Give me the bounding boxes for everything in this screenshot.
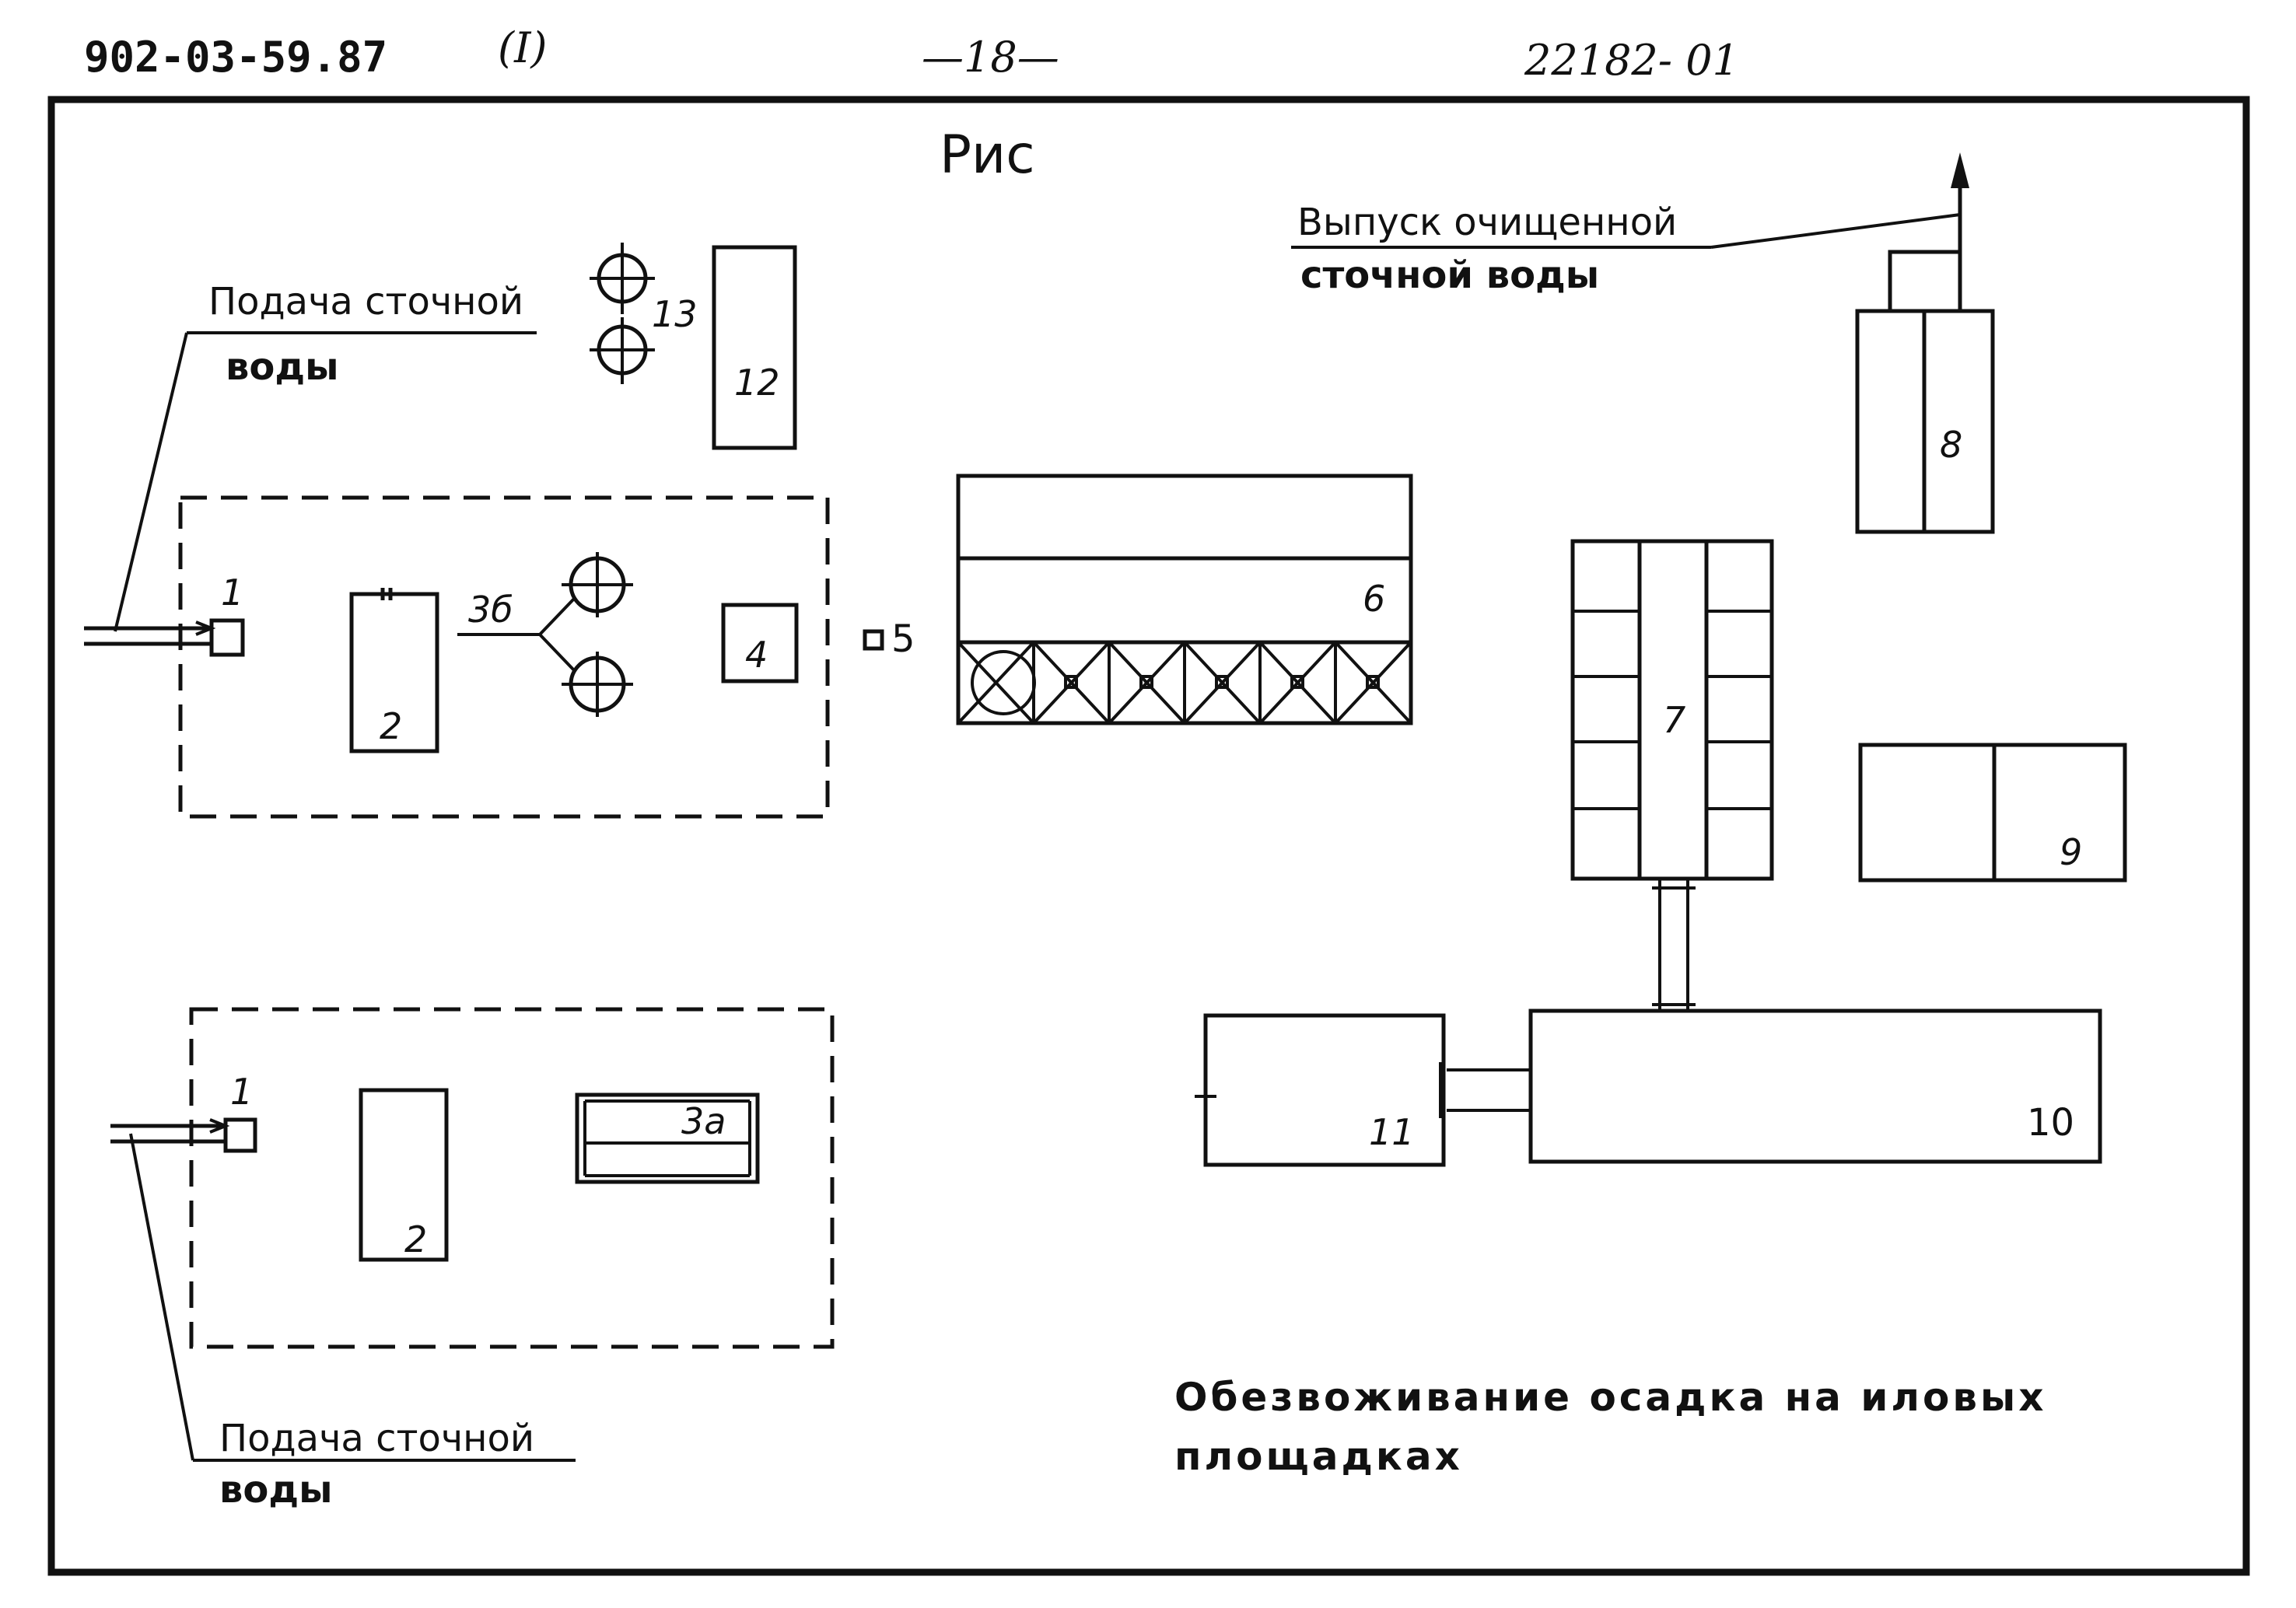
unit-1-bottom: 1 — [223, 1071, 257, 1153]
unit-5-label: 5 — [891, 617, 915, 661]
pipe-11-to-10 — [1439, 1062, 1532, 1118]
sheet-tag: (I) — [498, 23, 547, 72]
unit-10: 10 — [1528, 1008, 2102, 1164]
caption-line1: Обезвоживание осадка на иловых — [1174, 1375, 2046, 1420]
unit-3a-label: 3а — [681, 1100, 726, 1142]
figure-title: Рис — [940, 124, 1035, 186]
unit-4: 4 — [721, 603, 799, 683]
unit-8: 8 — [1855, 309, 1995, 534]
inlet-bottom-label-line2: воды — [219, 1468, 333, 1512]
unit-6: 6 — [956, 474, 1413, 725]
unit-11-label: 11 — [1369, 1111, 1415, 1153]
unit-4-label: 4 — [745, 634, 768, 676]
unit-2-top: 2 — [349, 588, 439, 753]
caption-line2: площадках — [1174, 1434, 1463, 1479]
unit-8-label: 8 — [1940, 424, 1962, 466]
inlet-bottom-label-line1: Подача сточной — [219, 1417, 534, 1460]
unit-12: 12 — [712, 245, 797, 450]
unit-13: 13 — [590, 243, 698, 384]
unit-3b: 3б — [457, 552, 633, 717]
unit-9-label: 9 — [2060, 831, 2082, 873]
unit-13-label: 13 — [652, 293, 698, 335]
inlet-top-label-line2: воды — [226, 345, 339, 389]
inlet-top: Подача сточной воды — [84, 280, 537, 646]
unit-1-top-label: 1 — [221, 572, 243, 613]
outlet-label-line2: сточной воды — [1300, 253, 1599, 297]
pipe-7-to-10 — [1652, 879, 1696, 1011]
unit-1-bottom-label: 1 — [230, 1071, 253, 1113]
building-bottom-dashed — [189, 1007, 835, 1349]
unit-2-bottom: 2 — [359, 1088, 449, 1262]
unit-11: 11 — [1195, 1013, 1446, 1167]
unit-2-top-label: 2 — [380, 705, 402, 747]
outlet-label-line1: Выпуск очищенной — [1297, 201, 1677, 244]
document-number: 22182- 01 — [1524, 36, 1739, 85]
unit-9: 9 — [1858, 743, 2127, 883]
outlet: Выпуск очищенной сточной воды — [1291, 152, 1969, 311]
unit-12-label: 12 — [734, 362, 780, 404]
unit-7: 7 — [1570, 539, 1774, 881]
unit-3b-label: 3б — [468, 589, 513, 631]
document-code: 902-03-59.87 — [84, 33, 387, 82]
unit-5: 5 — [863, 617, 915, 661]
building-top-dashed — [178, 495, 830, 819]
unit-7-label: 7 — [1663, 699, 1685, 741]
unit-1-top: 1 — [209, 572, 245, 657]
inlet-bottom: Подача сточной воды — [110, 1118, 576, 1512]
inlet-top-label-line1: Подача сточной — [208, 280, 523, 323]
drawing-frame — [47, 96, 2250, 1576]
unit-3a: 3а — [575, 1092, 760, 1184]
unit-10-label: 10 — [2027, 1101, 2074, 1145]
page-number: —18— — [922, 33, 1059, 82]
unit-6-label: 6 — [1363, 578, 1385, 620]
unit-2-bottom-label: 2 — [404, 1218, 427, 1260]
